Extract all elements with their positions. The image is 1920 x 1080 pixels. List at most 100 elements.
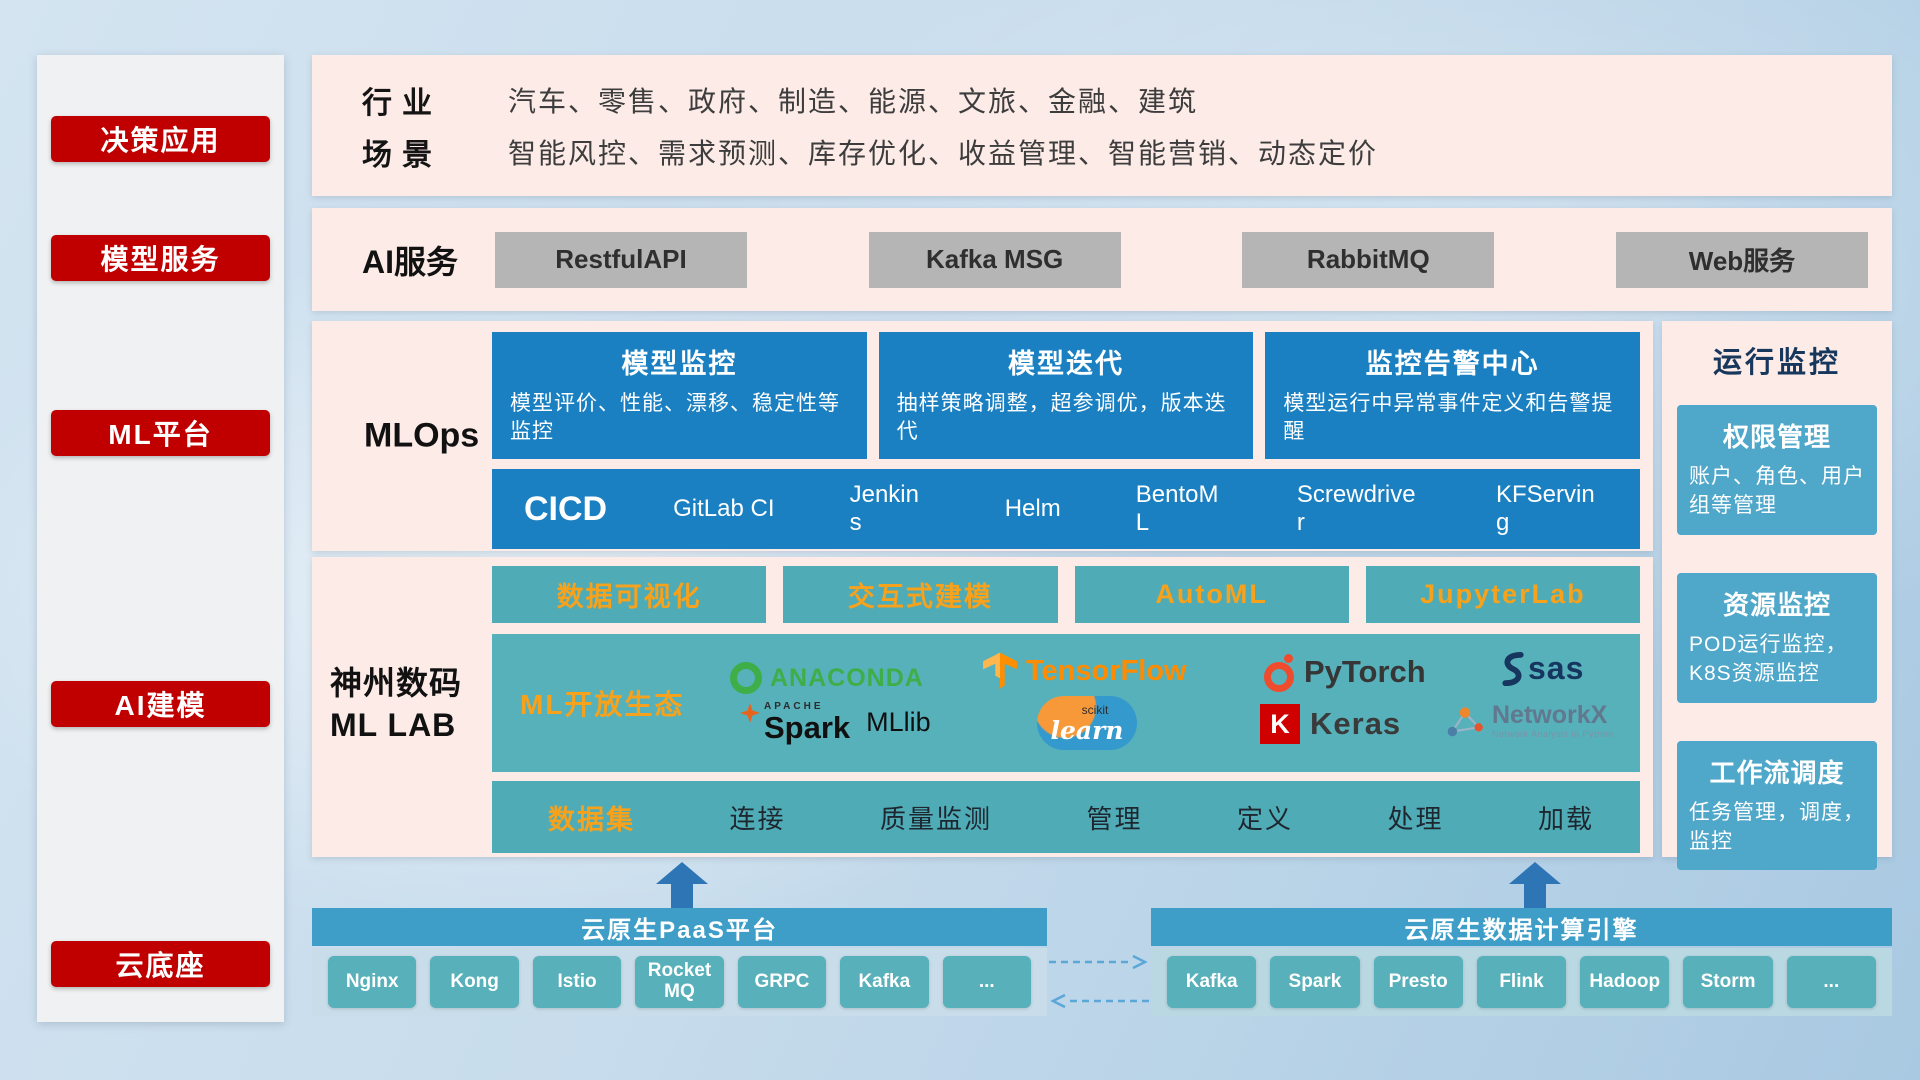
spark-name-text: Spark	[764, 710, 851, 745]
ai-service-buttons: RestfulAPI Kafka MSG RabbitMQ Web服务	[495, 231, 1868, 288]
mlops-label: MLOps	[364, 416, 480, 455]
industry-list: 汽车、零售、政府、制造、能源、文旅、金融、建筑	[508, 86, 1199, 117]
anaconda-icon	[730, 662, 762, 694]
dataset-label: 数据集	[548, 804, 635, 835]
sidebar-item-ai-modeling: AI建模	[51, 681, 270, 727]
dataset-item-manage: 管理	[1086, 803, 1143, 834]
keras-icon: K	[1260, 704, 1300, 744]
runtime-monitoring-title: 运行监控	[1712, 347, 1841, 379]
tensorflow-icon	[983, 652, 1017, 689]
dataset-item-connect: 连接	[729, 803, 786, 834]
networkx-logo: NetworkX Network Analysis in Python	[1444, 700, 1614, 742]
dataset-item-load: 加载	[1537, 803, 1594, 834]
dataset-item-define: 定义	[1236, 803, 1293, 834]
tensorflow-logo: TensorFlow	[982, 650, 1187, 692]
scikit-text: scikit	[1081, 702, 1109, 717]
industry-row: 行业 汽车、零售、政府、制造、能源、文旅、金融、建筑	[362, 77, 1892, 123]
alert-center-card: 监控告警中心 模型运行中异常事件定义和告警提醒	[1265, 332, 1641, 459]
paas-chip-kong: Kong	[430, 956, 519, 1008]
decision-applications-panel: 行业 汽车、零售、政府、制造、能源、文旅、金融、建筑 场景 智能风控、需求预测、…	[312, 55, 1892, 196]
workflow-scheduling-desc: 任务管理，调度，监控	[1689, 800, 1865, 853]
ml-lab-label-line2: ML LAB	[330, 706, 457, 743]
dataset-item-quality: 质量监测	[879, 803, 992, 834]
engine-chip-storm: Storm	[1683, 956, 1773, 1008]
data-visualization-button: 数据可视化	[492, 566, 767, 623]
sidebar-item-ml-platform: ML平台	[51, 410, 270, 456]
engine-chip-spark: Spark	[1270, 956, 1360, 1008]
networkx-icon	[1447, 707, 1483, 737]
kafka-msg-button: Kafka MSG	[868, 231, 1121, 288]
pytorch-logo: PyTorch	[1264, 652, 1426, 692]
pytorch-icon	[1264, 654, 1294, 692]
cicd-item-bentoml: BentoML	[1135, 481, 1219, 536]
runtime-monitoring-panel: 运行监控 权限管理 账户、角色、用户组等管理 资源监控 POD运行监控，K8S资…	[1662, 321, 1892, 871]
interactive-modeling-button: 交互式建模	[783, 566, 1058, 623]
keras-wordmark: Keras	[1310, 706, 1402, 741]
ml-lab-label-line1: 神州数码	[330, 665, 463, 701]
scikit-learn-logo: scikit learn	[1037, 696, 1137, 750]
mlops-panel: MLOps 模型监控 模型评价、性能、漂移、稳定性等监控 模型迭代 抽样策略调整…	[312, 321, 1653, 551]
data-engine-header: 云原生数据计算引擎	[1151, 908, 1892, 946]
paas-chip-kafka: Kafka	[840, 956, 929, 1008]
scene-label: 场景	[362, 139, 442, 172]
permission-management-card: 权限管理 账户、角色、用户组等管理	[1677, 405, 1877, 535]
industry-label: 行业	[362, 87, 442, 120]
spark-apache-text: APACHE	[764, 701, 824, 712]
anaconda-logo: ANACONDA	[730, 662, 924, 694]
resource-monitoring-desc: POD运行监控，K8S资源监控	[1689, 632, 1848, 686]
dataset-bar: 数据集 连接 质量监测 管理 定义 处理 加载	[492, 781, 1640, 853]
jupyterlab-button: JupyterLab	[1365, 566, 1640, 623]
cicd-item-screwdriver: Screwdriver	[1296, 481, 1416, 536]
scene-list: 智能风控、需求预测、库存优化、收益管理、智能营销、动态定价	[508, 138, 1379, 169]
paas-chip-more: ...	[942, 956, 1031, 1008]
cicd-bar: CICD GitLab CI Jenkins Helm BentoML Scre…	[492, 469, 1640, 549]
engine-chip-more: ...	[1786, 956, 1876, 1008]
sas-logo: sas	[1500, 650, 1584, 687]
rabbitmq-button: RabbitMQ	[1242, 231, 1495, 288]
dataset-item-process: 处理	[1387, 803, 1444, 834]
ml-lab-tools: 数据可视化 交互式建模 AutoML JupyterLab	[492, 566, 1640, 623]
scikit-learn-icon: scikit learn	[1037, 696, 1137, 750]
workflow-scheduling-card: 工作流调度 任务管理，调度，监控	[1677, 740, 1877, 871]
web-service-button: Web服务	[1615, 231, 1868, 288]
sidebar-item-model-service: 模型服务	[51, 235, 270, 281]
keras-initial: K	[1270, 708, 1290, 739]
learn-text: learn	[1050, 715, 1124, 745]
mllib-text: MLlib	[866, 707, 931, 737]
cicd-item-gitlab-ci: GitLab CI	[673, 495, 775, 523]
model-monitoring-title: 模型监控	[621, 349, 738, 379]
networkx-wordmark: NetworkX Network Analysis in Python	[1492, 702, 1614, 739]
permission-management-title: 权限管理	[1722, 422, 1831, 452]
permission-management-desc: 账户、角色、用户组等管理	[1689, 465, 1865, 518]
keras-logo: K Keras	[1260, 704, 1401, 744]
model-iteration-desc: 抽样策略调整，超参调优，版本迭代	[896, 392, 1227, 444]
ai-service-label: AI服务	[362, 243, 459, 280]
up-arrow-right	[1509, 862, 1561, 908]
tensorflow-wordmark: TensorFlow	[1026, 654, 1187, 687]
spark-mllib-logo: APACHE Spark MLlib	[740, 702, 931, 743]
cicd-items: GitLab CI Jenkins Helm BentoML Screwdriv…	[673, 481, 1600, 536]
networkx-tagline: Network Analysis in Python	[1492, 728, 1614, 739]
paas-chip-istio: Istio	[532, 956, 622, 1008]
anaconda-wordmark: ANACONDA	[770, 663, 924, 692]
alert-center-desc: 模型运行中异常事件定义和告警提醒	[1283, 392, 1614, 444]
ml-ecosystem-label: ML开放生态	[520, 689, 685, 720]
engine-chip-hadoop: Hadoop	[1580, 956, 1670, 1008]
up-arrow-left	[656, 862, 708, 908]
data-engine-strip: Kafka Spark Presto Flink Hadoop Storm ..…	[1151, 948, 1892, 1016]
ml-lab-label: 神州数码 ML LAB	[330, 663, 490, 746]
bidirectional-dashed-arrows	[1049, 954, 1149, 1009]
paas-chip-nginx: Nginx	[328, 956, 417, 1008]
spark-wordmark: APACHE Spark	[764, 701, 851, 745]
networkx-text: NetworkX	[1492, 701, 1608, 730]
model-monitoring-card: 模型监控 模型评价、性能、漂移、稳定性等监控	[492, 332, 867, 459]
sidebar-item-decision-apps: 决策应用	[51, 116, 270, 162]
resource-monitoring-title: 资源监控	[1722, 589, 1831, 620]
model-iteration-title: 模型迭代	[1008, 349, 1124, 379]
sas-icon	[1502, 651, 1524, 686]
sas-wordmark: sas	[1528, 650, 1585, 686]
cicd-label: CICD	[524, 489, 608, 528]
paas-platform-header: 云原生PaaS平台	[312, 908, 1047, 946]
cicd-item-helm: Helm	[1004, 495, 1061, 523]
